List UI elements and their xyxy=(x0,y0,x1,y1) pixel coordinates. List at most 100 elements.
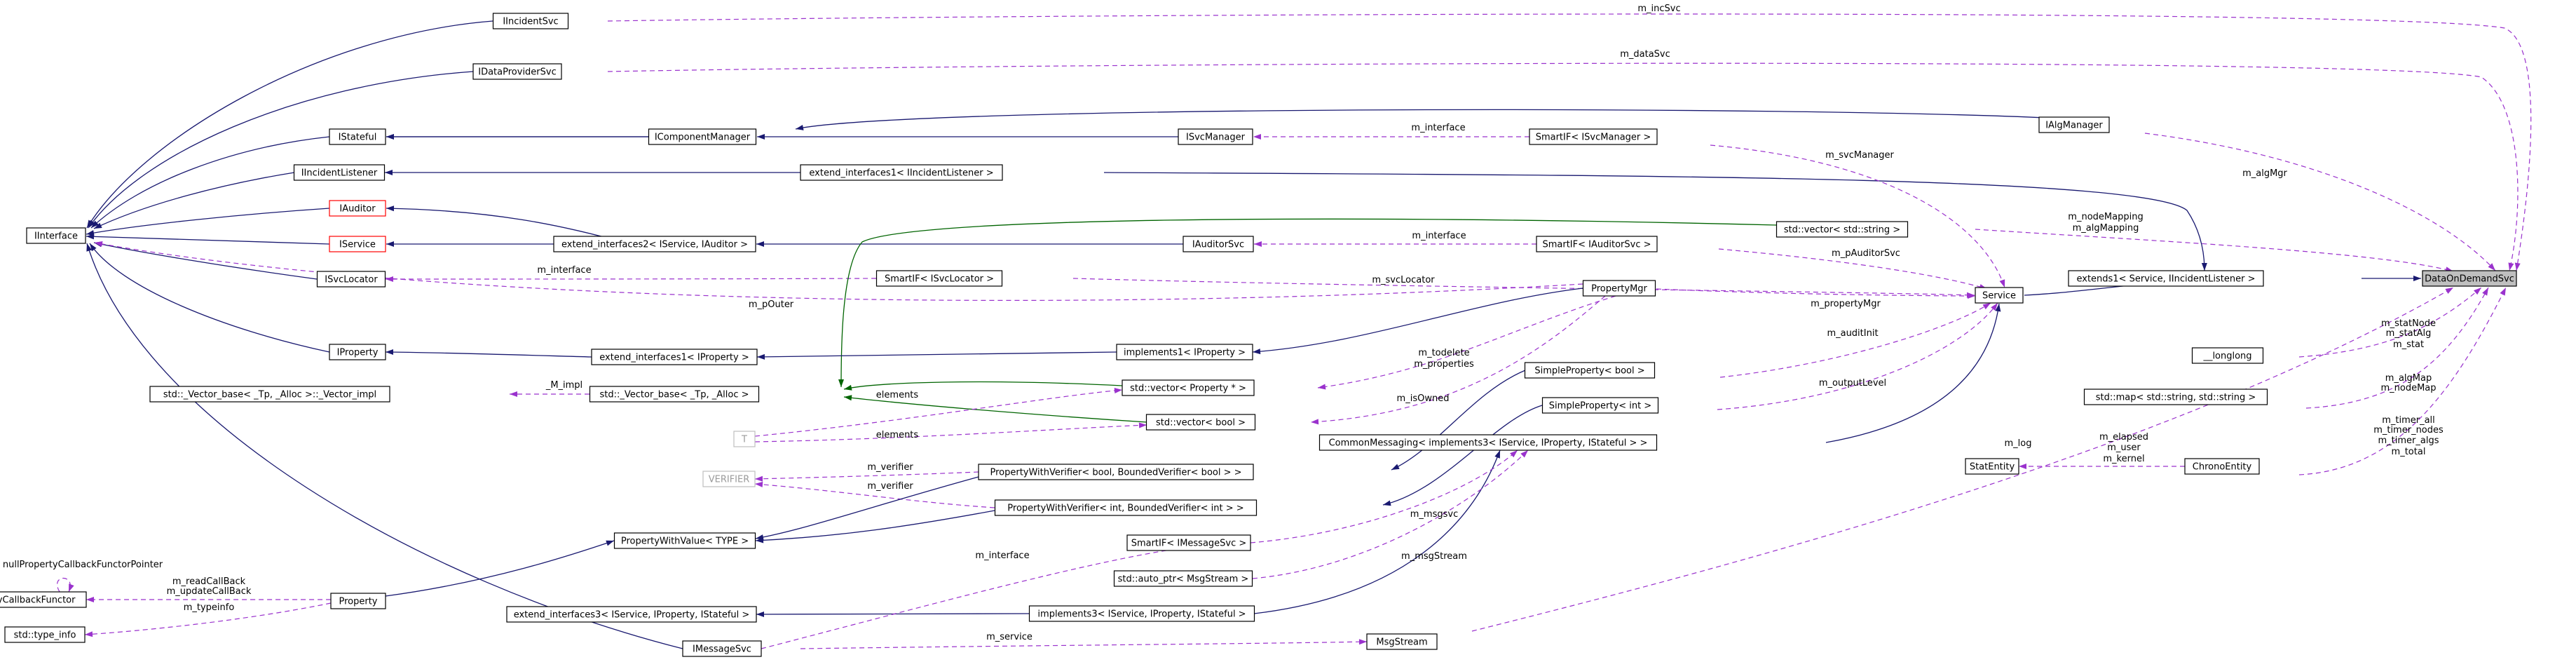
class-node-imessagesvc[interactable]: IMessageSvc xyxy=(682,640,762,657)
edge-label: elements xyxy=(876,390,919,400)
class-node-iinterface[interactable]: IInterface xyxy=(26,227,86,244)
class-node-iincidentsvc[interactable]: IIncidentSvc xyxy=(492,13,569,29)
arrowhead xyxy=(2474,288,2481,295)
class-node-smartif-iauditorsvc[interactable]: SmartIF< IAuditorSvc > xyxy=(1536,236,1658,252)
class-node-propertymgr[interactable]: PropertyMgr xyxy=(1582,280,1656,297)
class-node-t[interactable]: T xyxy=(733,431,756,447)
class-node-label: IComponentManager xyxy=(655,133,751,143)
arrowhead xyxy=(1999,279,2005,288)
class-node-label: SmartIF< IAuditorSvc > xyxy=(1542,240,1651,250)
class-node-commonmessaging[interactable]: CommonMessaging< implements3< IService, … xyxy=(1318,434,1658,451)
class-node-smartif-isvcmanager[interactable]: SmartIF< ISvcManager > xyxy=(1529,128,1658,145)
edge-label: m_incSvc xyxy=(1637,4,1680,14)
arrowhead xyxy=(386,349,394,356)
class-node-ext1-service-iincidentlistener[interactable]: extends1< Service, IIncidentListener > xyxy=(2068,270,2264,287)
class-node-type-info[interactable]: std::type_info xyxy=(4,626,86,643)
edge-iincidentlistener-to-ext1-iincidentlistener xyxy=(385,170,800,175)
edge-line xyxy=(1252,288,1583,353)
edge-label: m_statNode xyxy=(2381,318,2436,329)
class-node-statentity[interactable]: StatEntity xyxy=(1965,458,2019,475)
arrowhead xyxy=(756,611,765,617)
class-node-box xyxy=(1529,128,1658,145)
arrowhead xyxy=(2019,464,2026,469)
edge-line xyxy=(84,602,332,635)
edge-label: _M_impl xyxy=(545,380,582,391)
class-node-service[interactable]: Service xyxy=(1975,287,2024,304)
class-node-smartif-isvclocator[interactable]: SmartIF< ISvcLocator > xyxy=(875,270,1003,287)
class-node-iservice[interactable]: IService xyxy=(329,236,386,252)
class-node-iproperty[interactable]: IProperty xyxy=(329,344,386,360)
edge-line xyxy=(57,577,71,593)
class-node-auto-ptr-msgstream[interactable]: std::auto_ptr< MsgStream > xyxy=(1113,570,1253,587)
class-node-propertywithvalue[interactable]: PropertyWithValue< TYPE > xyxy=(613,532,756,549)
class-node-impl3[interactable]: implements3< IService, IProperty, IState… xyxy=(1028,605,1255,622)
class-node-vector-impl[interactable]: std::_Vector_base< _Tp, _Alloc >::_Vecto… xyxy=(149,386,390,403)
edge-iauditorsvc-to-smartif-iauditorsvc xyxy=(1254,241,1536,247)
class-node-vector-base[interactable]: std::_Vector_base< _Tp, _Alloc > xyxy=(589,386,760,403)
class-node-box xyxy=(1582,280,1656,297)
class-node-ext1-iproperty[interactable]: extend_interfaces1< IProperty > xyxy=(591,349,758,365)
edge-label: m_kernel xyxy=(2103,454,2144,464)
arrowhead xyxy=(1494,450,1500,459)
class-node-pwv-int[interactable]: PropertyWithVerifier< int, BoundedVerifi… xyxy=(994,499,1258,516)
arrowhead xyxy=(1991,303,1998,311)
class-node-box xyxy=(316,271,386,288)
class-node-box xyxy=(329,200,386,217)
edge-label: m_verifier xyxy=(867,481,913,492)
class-node-label: IAuditorSvc xyxy=(1192,240,1244,250)
class-node-isvclocator[interactable]: ISvcLocator xyxy=(316,271,386,288)
class-node-vector-string[interactable]: std::vector< std::string > xyxy=(1776,221,1909,238)
class-node-label: std::vector< bool > xyxy=(1156,418,1246,428)
edge-icomponentmanager-to-isvcmanager xyxy=(757,134,1178,140)
edge-line xyxy=(1719,302,1991,378)
class-node-msgstream[interactable]: MsgStream xyxy=(1366,633,1438,650)
edge-vector-base-to-vector-property-ptr xyxy=(843,381,1123,391)
class-node-vector-property-ptr[interactable]: std::vector< Property * > xyxy=(1122,379,1255,396)
class-node-idataprovidersvc[interactable]: IDataProviderSvc xyxy=(472,63,562,80)
edge-iinterface-to-iincidentsvc xyxy=(86,20,493,229)
class-node-iauditor[interactable]: IAuditor xyxy=(329,200,386,217)
class-node-ext3[interactable]: extend_interfaces3< IService, IProperty,… xyxy=(506,606,757,623)
class-node-ext2-iservice-iauditor[interactable]: extend_interfaces2< IService, IAuditor > xyxy=(553,236,756,252)
class-node-smartif-imessagesvc[interactable]: SmartIF< IMessageSvc > xyxy=(1126,534,1251,551)
class-node-dataondemandsvc[interactable]: DataOnDemandSvc xyxy=(2422,270,2517,287)
class-node-vector-bool[interactable]: std::vector< bool > xyxy=(1145,414,1256,431)
class-node-map-string-string[interactable]: std::map< std::string, std::string > xyxy=(2083,389,2268,405)
class-node-box xyxy=(1126,534,1251,551)
class-node-property[interactable]: Property xyxy=(330,593,386,609)
edge-ext1-service-iincidentlistener-to-dataondemandsvc xyxy=(2362,276,2421,281)
class-node-chronoentity[interactable]: ChronoEntity xyxy=(2184,458,2260,475)
class-node-box xyxy=(1318,434,1658,451)
edge-line xyxy=(88,71,474,229)
class-node-iauditorsvc[interactable]: IAuditorSvc xyxy=(1183,236,1254,252)
arrowhead xyxy=(1510,450,1518,458)
class-node-label: Property xyxy=(339,597,377,607)
class-node-ext1-iincidentlistener[interactable]: extend_interfaces1< IIncidentListener > xyxy=(800,164,1003,181)
class-node-icomponentmanager[interactable]: IComponentManager xyxy=(648,128,757,145)
edge-line xyxy=(1825,303,2000,443)
edge-propertymgr-to-service xyxy=(1656,288,1976,299)
class-node-iincidentlistener[interactable]: IIncidentListener xyxy=(293,164,386,181)
class-node-verifier[interactable]: VERIFIER xyxy=(702,471,756,487)
edge-label: m_elapsed xyxy=(2099,432,2148,443)
class-node-label: SmartIF< ISvcLocator > xyxy=(885,274,994,285)
class-node-simpleproperty-bool[interactable]: SimpleProperty< bool > xyxy=(1524,362,1656,379)
class-node-ialgmanager[interactable]: IAlgManager xyxy=(2038,116,2110,133)
class-node-istateful[interactable]: IStateful xyxy=(329,128,386,145)
arrowhead xyxy=(1114,388,1122,393)
arrowhead xyxy=(2514,262,2521,271)
edge-line xyxy=(1250,450,1518,543)
class-node-longlong[interactable]: __longlong xyxy=(2191,347,2264,364)
class-node-isvcmanager[interactable]: ISvcManager xyxy=(1178,128,1253,145)
edge-vector-base-to-vector-string xyxy=(838,218,1778,388)
class-node-simpleproperty-int[interactable]: SimpleProperty< int > xyxy=(1541,397,1659,414)
class-node-pwv-bool[interactable]: PropertyWithVerifier< bool, BoundedVerif… xyxy=(978,464,1254,480)
class-node-box xyxy=(1965,458,2019,475)
arrowhead xyxy=(844,395,852,401)
class-node-label: extends1< Service, IIncidentListener > xyxy=(2076,274,2255,285)
class-node-label: IStateful xyxy=(339,133,377,143)
edge-map-string-string-to-dataondemandsvc xyxy=(2305,287,2489,409)
class-node-propertycallbackfunctor[interactable]: PropertyCallbackFunctor xyxy=(0,591,87,608)
class-node-impl1-iproperty[interactable]: implements1< IProperty > xyxy=(1116,344,1253,360)
